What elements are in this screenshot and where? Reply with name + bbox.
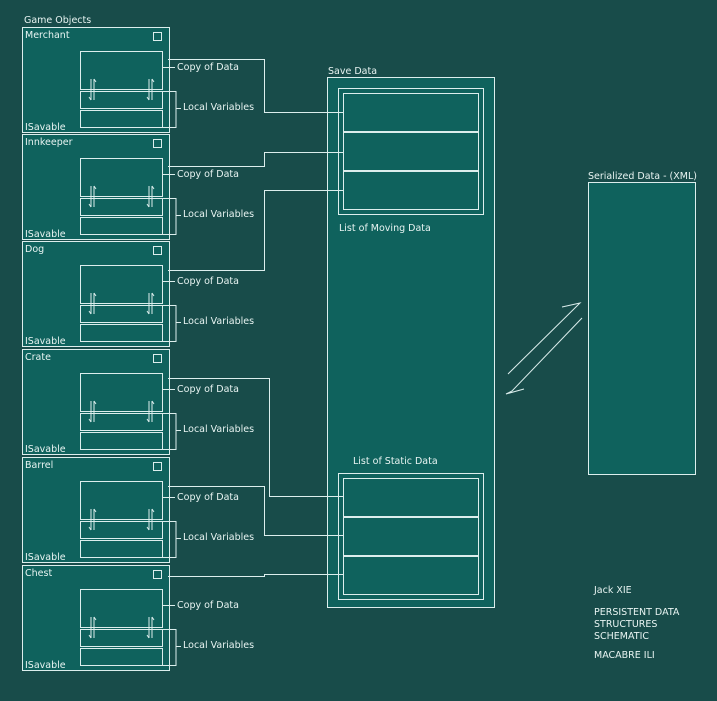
author-name: Jack XIE — [594, 585, 632, 596]
isavable-label: ISavable — [25, 552, 66, 563]
moving-data-row-divider — [343, 131, 479, 133]
local-variables-label: Local Variables — [183, 316, 255, 327]
isavable-label: ISavable — [25, 336, 66, 347]
game-objects-title: Game Objects — [24, 15, 92, 26]
local-variables-label: Local Variables — [183, 209, 255, 220]
object-name: Chest — [25, 568, 53, 579]
inner-arrow-icon — [88, 508, 97, 531]
copy-of-data-label: Copy of Data — [177, 384, 239, 395]
copy-of-data-label: Copy of Data — [177, 169, 239, 180]
game-object-dog[interactable]: Dog ISavable — [22, 241, 170, 347]
copy-of-data-label: Copy of Data — [177, 62, 239, 73]
local-variable-slot — [80, 413, 163, 431]
local-variables-label: Local Variables — [183, 424, 255, 435]
inner-arrows — [88, 78, 155, 639]
local-variable-slot — [80, 648, 163, 666]
object-checkbox[interactable] — [153, 139, 162, 148]
game-object-chest[interactable]: Chest ISavable — [22, 565, 170, 671]
copy-of-data-label: Copy of Data — [177, 276, 239, 287]
exchange-arrows-icon — [505, 302, 583, 395]
object-checkbox[interactable] — [153, 462, 162, 471]
connector-lines — [168, 59, 343, 577]
credit-line-1: PERSISTENT DATA — [594, 607, 680, 618]
inner-arrow-icon — [146, 400, 155, 423]
isavable-label: ISavable — [25, 660, 66, 671]
local-variable-slot — [80, 217, 163, 235]
local-variable-slot — [80, 540, 163, 558]
object-checkbox[interactable] — [153, 354, 162, 363]
local-variable-slot — [80, 110, 163, 128]
game-object-merchant[interactable]: Merchant ISavable — [22, 27, 170, 133]
object-name: Dog — [25, 244, 45, 255]
local-variables-label: Local Variables — [183, 532, 255, 543]
object-name: Barrel — [25, 460, 54, 471]
isavable-label: ISavable — [25, 122, 66, 133]
game-object-innkeeper[interactable]: Innkeeper ISavable — [22, 134, 170, 240]
isavable-label: ISavable — [25, 444, 66, 455]
serialized-data-title: Serialized Data - (XML) — [588, 171, 697, 182]
copy-of-data-label: Copy of Data — [177, 600, 239, 611]
game-object-barrel[interactable]: Barrel ISavable — [22, 457, 170, 563]
object-name: Innkeeper — [25, 137, 73, 148]
credit-line-2: STRUCTURES — [594, 619, 658, 630]
credit-line-3: SCHEMATIC — [594, 631, 650, 642]
static-data-label: List of Static Data — [353, 456, 438, 467]
local-variable-slot — [80, 629, 163, 647]
moving-data-list — [343, 93, 479, 210]
isavable-label: ISavable — [25, 229, 66, 240]
inner-arrow-icon — [146, 508, 155, 531]
local-variables-label: Local Variables — [183, 640, 255, 651]
inner-arrow-icon — [88, 185, 97, 208]
project-name: MACABRE ILI — [594, 650, 655, 661]
object-checkbox[interactable] — [153, 246, 162, 255]
inner-arrow-icon — [146, 185, 155, 208]
moving-data-label: List of Moving Data — [339, 223, 431, 234]
object-checkbox[interactable] — [153, 570, 162, 579]
local-variables-label: Local Variables — [183, 102, 255, 113]
moving-data-row-divider — [343, 170, 479, 172]
object-name: Merchant — [25, 30, 70, 41]
inner-arrow-icon — [88, 292, 97, 315]
game-object-crate[interactable]: Crate ISavable — [22, 349, 170, 455]
local-variable-slot — [80, 521, 163, 539]
local-variable-slot — [80, 91, 163, 109]
local-variable-slot — [80, 324, 163, 342]
inner-arrow-icon — [88, 616, 97, 639]
local-variable-slot — [80, 305, 163, 323]
static-data-list — [343, 478, 479, 595]
object-name: Crate — [25, 352, 51, 363]
inner-arrow-icon — [88, 400, 97, 423]
serialized-data-container[interactable] — [588, 182, 696, 475]
inner-arrow-icon — [146, 78, 155, 101]
copy-of-data-label: Copy of Data — [177, 492, 239, 503]
local-variable-slot — [80, 198, 163, 216]
save-data-title: Save Data — [328, 66, 378, 77]
inner-arrow-icon — [88, 78, 97, 101]
local-variable-slot — [80, 432, 163, 450]
static-data-row-divider — [343, 555, 479, 557]
object-checkbox[interactable] — [153, 32, 162, 41]
static-data-row-divider — [343, 516, 479, 518]
inner-arrow-icon — [146, 616, 155, 639]
inner-arrow-icon — [146, 292, 155, 315]
object-brackets — [162, 67, 181, 666]
